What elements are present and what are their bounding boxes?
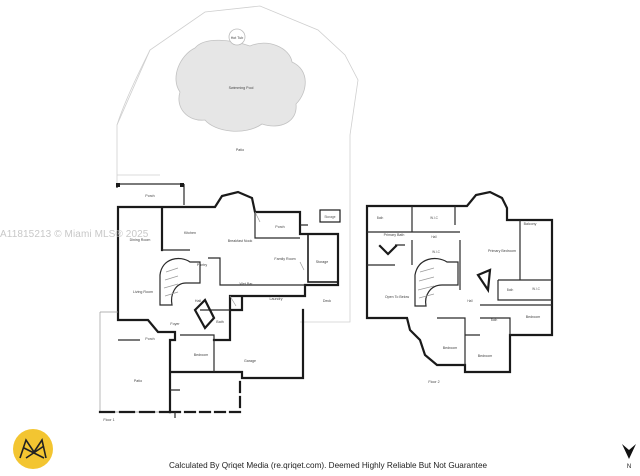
room-hall: Hall: [195, 299, 201, 303]
footer-credit-wrap: Calculated By Qriqet Media (re.qriqet.co…: [0, 461, 640, 470]
room-balcony: Balcony: [524, 222, 537, 226]
room-pantry: Pantry: [197, 263, 208, 267]
swimming-pool: [175, 39, 306, 132]
room-primary-bath: Primary Bath: [384, 233, 405, 237]
floor-1-plan: [98, 5, 359, 418]
room-kitchen: Kitchen: [184, 231, 196, 235]
room-dining: Dining Room: [130, 238, 151, 242]
room-wic-top: W.I.C: [430, 216, 438, 220]
room-hall-top: Hall: [431, 235, 437, 239]
room-deck: Deck: [323, 299, 331, 303]
room-bedroom-left: Bedroom: [443, 346, 458, 350]
room-storage: Storage: [316, 260, 329, 264]
room-hall-mid: Hall: [467, 299, 473, 303]
room-laundry: Laundry: [270, 297, 283, 301]
room-family: Family Room: [274, 257, 295, 261]
room-porch-top: Porch: [145, 194, 154, 198]
room-bedroom: Bedroom: [194, 353, 209, 357]
floor-2-labels: Bath W.I.C Primary Bath Hall Balcony Pri…: [377, 216, 541, 384]
lot-outline: [116, 5, 359, 323]
compass-letter: N: [627, 464, 631, 470]
room-porch-left: Porch: [145, 337, 154, 341]
north-arrow-icon: N: [622, 444, 636, 470]
room-bedroom-right: Bedroom: [526, 315, 541, 319]
room-patio: Patio: [236, 148, 244, 152]
room-wic-mid: W.I.C: [432, 250, 440, 254]
room-storage-small: Storage: [324, 215, 335, 219]
room-bedroom-mid: Bedroom: [478, 354, 493, 358]
room-wic-right: W.I.C: [532, 287, 540, 291]
mls-watermark: A11815213 © Miami MLS® 2025: [0, 229, 149, 240]
footer-credit: Calculated By Qriqet Media (re.qriqet.co…: [168, 461, 488, 470]
room-swimming-pool: Swimming Pool: [229, 86, 254, 90]
room-open-to-below: Open To Below: [385, 295, 410, 299]
room-patio-lower: Patio: [134, 379, 142, 383]
room-bath-c: Bath: [491, 318, 498, 322]
room-porch-right: Porch: [275, 225, 284, 229]
room-living: Living Room: [133, 290, 153, 294]
room-bath-a: Bath: [377, 216, 384, 220]
room-garage: Garage: [244, 359, 256, 363]
room-primary-bedroom: Primary Bedroom: [488, 249, 516, 253]
room-breakfast-nook: Breakfast Nook: [228, 239, 253, 243]
stair-floor-1: [159, 257, 201, 306]
room-hot-tub: Hot Tub: [231, 36, 244, 40]
floor-2-title: Floor 2: [428, 380, 439, 384]
floor-2-plan: [365, 190, 554, 374]
room-bath-b: Bath: [507, 288, 514, 292]
room-foyer: Foyer: [170, 322, 180, 326]
stair-floor-2: [414, 257, 459, 307]
room-wet-bar: Wet Bar: [240, 282, 254, 286]
floor-1-title: Floor 1: [103, 418, 114, 422]
qriqet-logo-icon: [13, 429, 53, 469]
room-bath: Bath: [216, 320, 223, 324]
hot-tub: [228, 28, 246, 46]
floor-2-exterior-walls: [365, 190, 554, 374]
floor-1-labels: Hot Tub Swimming Pool Patio Porch Dining…: [103, 36, 335, 422]
